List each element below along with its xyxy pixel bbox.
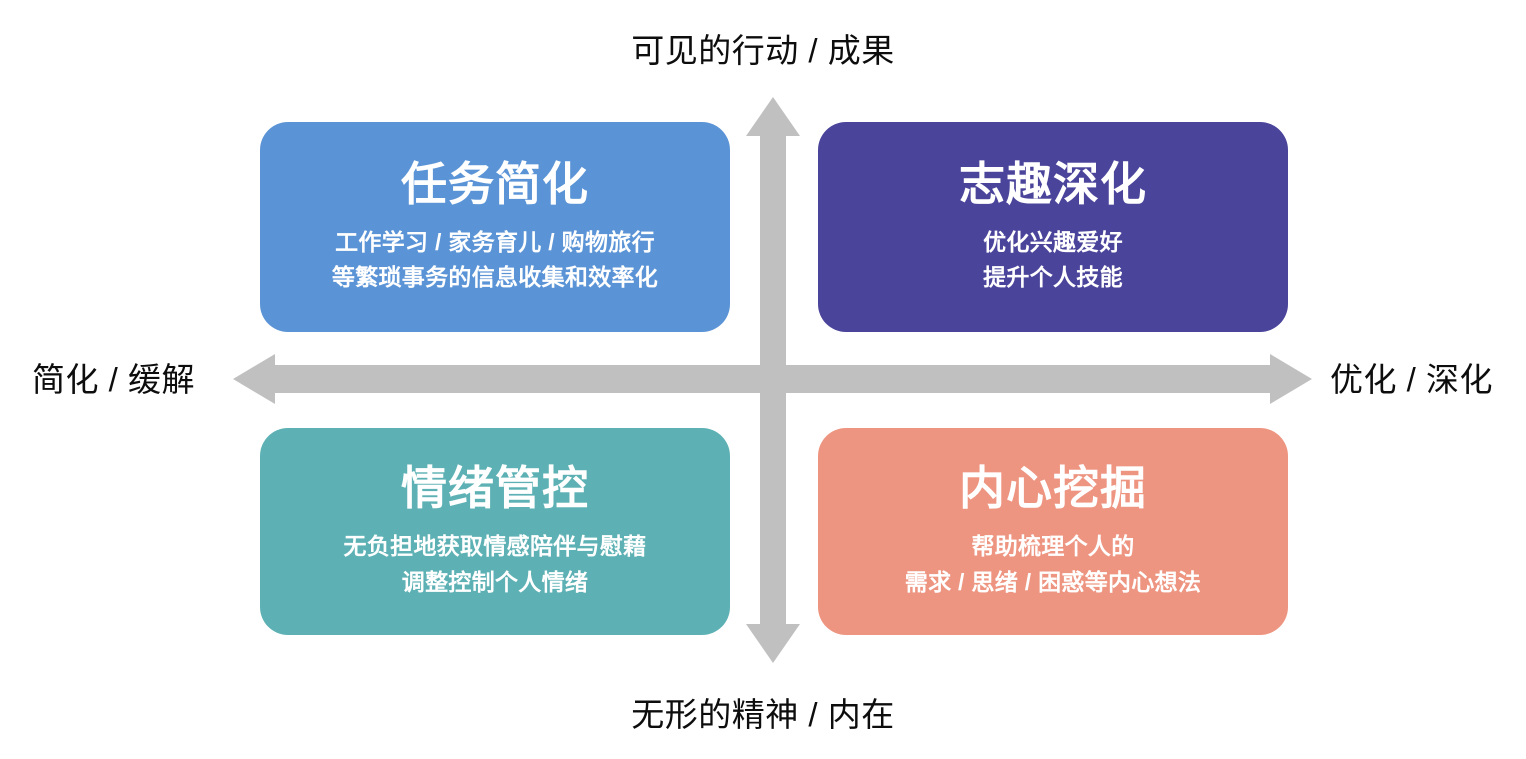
axis-label-left: 简化 / 缓解 bbox=[32, 361, 196, 398]
quadrant-desc-line-1-top-left: 工作学习 / 家务育儿 / 购物旅行 bbox=[335, 228, 655, 255]
quadrant-card-bottom-left[interactable]: 情绪管控 无负担地获取情感陪伴与慰藉 调整控制个人情绪 bbox=[260, 428, 730, 635]
axis-label-right: 优化 / 深化 bbox=[1330, 361, 1494, 398]
quadrant-card-top-left[interactable]: 任务简化 工作学习 / 家务育儿 / 购物旅行 等繁琐事务的信息收集和效率化 bbox=[260, 122, 730, 332]
quadrant-desc-line-2-bottom-right: 需求 / 思绪 / 困惑等内心想法 bbox=[904, 568, 1202, 595]
quadrant-desc-line-2-top-left: 等繁琐事务的信息收集和效率化 bbox=[331, 264, 659, 291]
axis-label-bottom: 无形的精神 / 内在 bbox=[631, 696, 895, 733]
quadrant-desc-line-1-bottom-left: 无负担地获取情感陪伴与慰藉 bbox=[343, 533, 647, 560]
quadrant-title-top-right: 志趣深化 bbox=[959, 157, 1147, 210]
quadrant-card-bottom-right[interactable]: 内心挖掘 帮助梳理个人的 需求 / 思绪 / 困惑等内心想法 bbox=[818, 428, 1288, 635]
quadrant-desc-line-2-top-right: 提升个人技能 bbox=[983, 264, 1123, 291]
quadrant-desc-line-1-top-right: 优化兴趣爱好 bbox=[983, 228, 1123, 255]
horizontal-axis-arrow-icon bbox=[233, 354, 1312, 404]
quadrant-card-top-right[interactable]: 志趣深化 优化兴趣爱好 提升个人技能 bbox=[818, 122, 1288, 332]
quadrant-desc-line-1-bottom-right: 帮助梳理个人的 bbox=[971, 533, 1135, 560]
quadrant-title-bottom-right: 内心挖掘 bbox=[959, 462, 1147, 515]
axis-label-top: 可见的行动 / 成果 bbox=[631, 32, 895, 69]
quadrant-title-bottom-left: 情绪管控 bbox=[401, 462, 589, 515]
quadrant-title-top-left: 任务简化 bbox=[401, 157, 589, 210]
quadrant-desc-line-2-bottom-left: 调整控制个人情绪 bbox=[401, 568, 589, 595]
